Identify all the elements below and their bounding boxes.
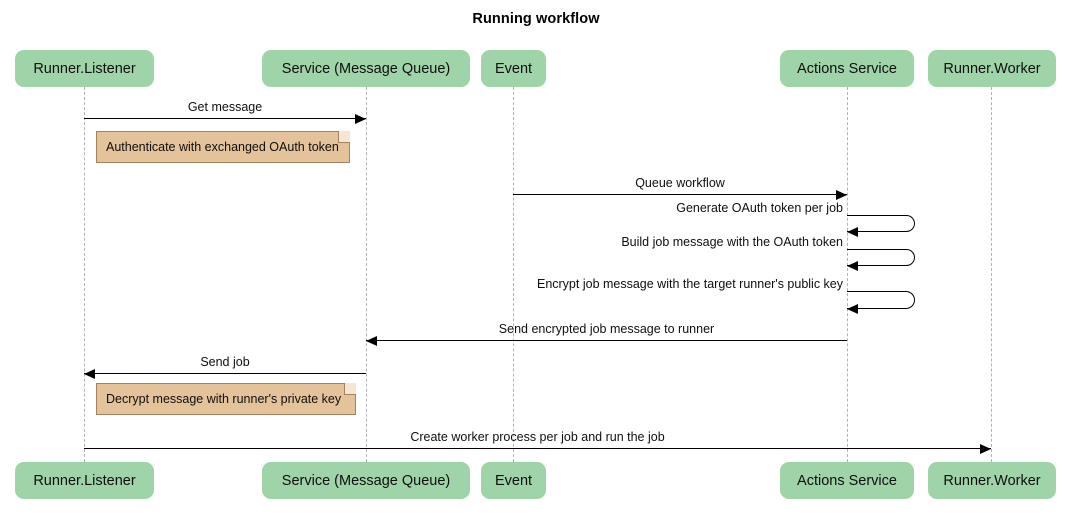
- participant-bottom-runner-listener[interactable]: Runner.Listener: [15, 462, 154, 499]
- message-label-send-job: Send job: [200, 355, 250, 369]
- self-loop-build-job-message: [847, 249, 915, 266]
- participant-top-event[interactable]: Event: [481, 50, 546, 87]
- arrowhead-create-worker: [980, 443, 991, 454]
- participant-label: Runner.Worker: [943, 60, 1041, 77]
- lifeline-actions-service: [847, 87, 848, 462]
- participant-label: Actions Service: [797, 472, 897, 489]
- note-text: Authenticate with exchanged OAuth token: [106, 140, 339, 154]
- participant-top-runner-worker[interactable]: Runner.Worker: [928, 50, 1056, 87]
- arrowhead-send-encrypted-job: [366, 335, 377, 346]
- lifeline-event: [513, 87, 514, 462]
- note-fold-corner-icon: [344, 383, 356, 395]
- note-text: Decrypt message with runner's private ke…: [106, 392, 342, 406]
- self-message-label-generate-oauth-token: Generate OAuth token per job: [676, 201, 843, 215]
- participant-label: Actions Service: [797, 60, 897, 77]
- message-line-get-message: [84, 118, 366, 119]
- participant-label: Service (Message Queue): [281, 472, 451, 489]
- message-line-send-job: [84, 373, 366, 374]
- message-label-get-message: Get message: [187, 100, 263, 114]
- participant-top-actions-service[interactable]: Actions Service: [780, 50, 914, 87]
- participant-label: Runner.Worker: [943, 472, 1041, 489]
- lifeline-service-mq: [366, 87, 367, 462]
- lifeline-runner-worker: [991, 87, 992, 462]
- participant-label: Runner.Listener: [33, 60, 136, 77]
- arrowhead-encrypt-job-message: [847, 304, 858, 314]
- self-loop-encrypt-job-message: [847, 291, 915, 309]
- message-label-send-encrypted-job: Send encrypted job message to runner: [498, 322, 715, 336]
- participant-label: Service (Message Queue): [281, 60, 451, 77]
- self-message-label-encrypt-job-message: Encrypt job message with the target runn…: [536, 277, 843, 291]
- participant-top-runner-listener[interactable]: Runner.Listener: [15, 50, 154, 87]
- lifeline-runner-listener: [84, 87, 85, 462]
- arrowhead-build-job-message: [847, 261, 858, 271]
- arrowhead-get-message: [355, 113, 366, 124]
- message-label-queue-workflow: Queue workflow: [635, 176, 725, 190]
- participant-top-service-mq[interactable]: Service (Message Queue): [262, 50, 470, 87]
- page-title: Running workflow: [472, 11, 600, 27]
- self-message-label-build-job-message: Build job message with the OAuth token: [621, 235, 843, 249]
- participant-label: Event: [494, 60, 533, 77]
- participant-bottom-actions-service[interactable]: Actions Service: [780, 462, 914, 499]
- self-loop-generate-oauth-token: [847, 215, 915, 232]
- arrowhead-generate-oauth-token: [847, 227, 858, 237]
- message-line-create-worker: [84, 448, 991, 449]
- note-decrypt-note: Decrypt message with runner's private ke…: [96, 383, 356, 415]
- note-authenticate-note: Authenticate with exchanged OAuth token: [96, 131, 350, 163]
- message-line-send-encrypted-job: [366, 340, 847, 341]
- participant-bottom-event[interactable]: Event: [481, 462, 546, 499]
- message-label-create-worker: Create worker process per job and run th…: [410, 430, 665, 444]
- arrowhead-send-job: [84, 368, 95, 379]
- participant-label: Event: [494, 472, 533, 489]
- arrowhead-queue-workflow: [836, 189, 847, 200]
- message-line-queue-workflow: [513, 194, 847, 195]
- note-fold-corner-icon: [338, 131, 350, 143]
- participant-label: Runner.Listener: [33, 472, 136, 489]
- participant-bottom-service-mq[interactable]: Service (Message Queue): [262, 462, 470, 499]
- participant-bottom-runner-worker[interactable]: Runner.Worker: [928, 462, 1056, 499]
